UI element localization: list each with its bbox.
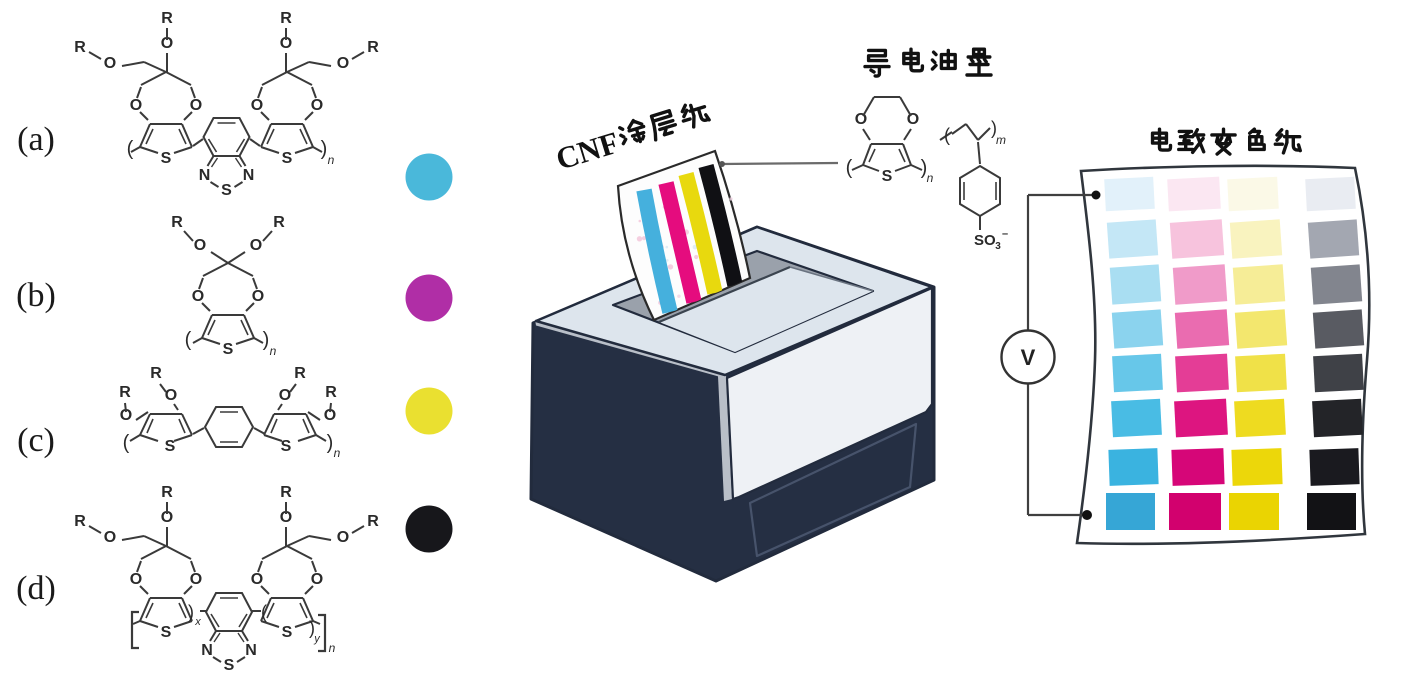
svg-text:V: V	[1021, 345, 1036, 370]
svg-text:O: O	[324, 407, 336, 424]
svg-text:–: –	[1002, 228, 1008, 240]
svg-text:O: O	[250, 237, 262, 254]
svg-text:n: n	[328, 153, 335, 167]
svg-text:R: R	[273, 214, 285, 231]
svg-text:(: (	[261, 602, 267, 622]
svg-text:S: S	[224, 657, 235, 674]
svg-text:R: R	[367, 39, 379, 56]
svg-text:): )	[309, 618, 315, 638]
svg-text:R: R	[325, 384, 337, 401]
svg-text:(b): (b)	[16, 277, 56, 314]
svg-text:O: O	[190, 97, 202, 114]
svg-text:): )	[991, 118, 997, 138]
svg-text:(c): (c)	[17, 422, 55, 459]
svg-text:S: S	[161, 624, 172, 641]
svg-text:O: O	[194, 237, 206, 254]
svg-text:N: N	[243, 167, 255, 184]
svg-text:N: N	[245, 642, 257, 659]
svg-text:R: R	[171, 214, 183, 231]
svg-text:S: S	[281, 438, 292, 455]
svg-text:O: O	[130, 571, 142, 588]
svg-text:O: O	[161, 509, 173, 526]
svg-text:n: n	[927, 171, 934, 185]
svg-text:R: R	[367, 513, 379, 530]
svg-text:R: R	[161, 484, 173, 501]
svg-text:n: n	[270, 344, 277, 358]
svg-text:O: O	[130, 97, 142, 114]
svg-text:S: S	[165, 438, 176, 455]
svg-text:S: S	[282, 150, 293, 167]
svg-text:O: O	[280, 509, 292, 526]
svg-text:(: (	[123, 432, 130, 454]
svg-text:R: R	[74, 39, 86, 56]
svg-text:): )	[327, 432, 334, 454]
svg-text:O: O	[311, 571, 323, 588]
svg-text:S: S	[161, 150, 172, 167]
svg-text:O: O	[192, 288, 204, 305]
svg-text:N: N	[199, 167, 211, 184]
svg-text:O: O	[311, 97, 323, 114]
svg-text:O: O	[280, 35, 292, 52]
svg-text:O: O	[251, 571, 263, 588]
svg-text:n: n	[334, 446, 341, 460]
svg-text:(: (	[127, 138, 134, 160]
svg-text:SO: SO	[974, 232, 996, 249]
svg-text:): )	[188, 602, 194, 622]
svg-text:R: R	[280, 10, 292, 27]
svg-text:m: m	[996, 133, 1006, 147]
svg-text:O: O	[252, 288, 264, 305]
svg-text:O: O	[161, 35, 173, 52]
svg-text:y: y	[313, 633, 321, 645]
svg-text:S: S	[882, 168, 893, 185]
svg-text:O: O	[104, 529, 116, 546]
svg-text:(: (	[846, 157, 853, 179]
svg-text:(d): (d)	[16, 570, 56, 607]
svg-text:3: 3	[995, 241, 1001, 252]
svg-text:S: S	[282, 624, 293, 641]
svg-text:R: R	[294, 365, 306, 382]
svg-text:n: n	[329, 641, 336, 655]
svg-text:O: O	[337, 529, 349, 546]
svg-text:O: O	[104, 55, 116, 72]
svg-text:(: (	[944, 125, 950, 145]
svg-text:R: R	[119, 384, 131, 401]
svg-text:O: O	[337, 55, 349, 72]
svg-text:S: S	[223, 341, 234, 358]
svg-text:O: O	[251, 97, 263, 114]
svg-text:CNF: CNF	[552, 125, 623, 177]
svg-text:): )	[321, 138, 328, 160]
svg-text:R: R	[74, 513, 86, 530]
svg-text:(: (	[185, 329, 192, 351]
svg-text:): )	[263, 329, 270, 351]
svg-text:R: R	[150, 365, 162, 382]
svg-text:N: N	[201, 642, 213, 659]
svg-text:x: x	[194, 616, 201, 628]
svg-text:O: O	[279, 387, 291, 404]
svg-text:O: O	[190, 571, 202, 588]
svg-text:O: O	[120, 407, 132, 424]
svg-text:S: S	[221, 182, 232, 199]
svg-text:): )	[921, 157, 928, 179]
svg-text:O: O	[165, 387, 177, 404]
svg-text:R: R	[280, 484, 292, 501]
svg-text:(a): (a)	[17, 121, 55, 158]
svg-text:R: R	[161, 10, 173, 27]
